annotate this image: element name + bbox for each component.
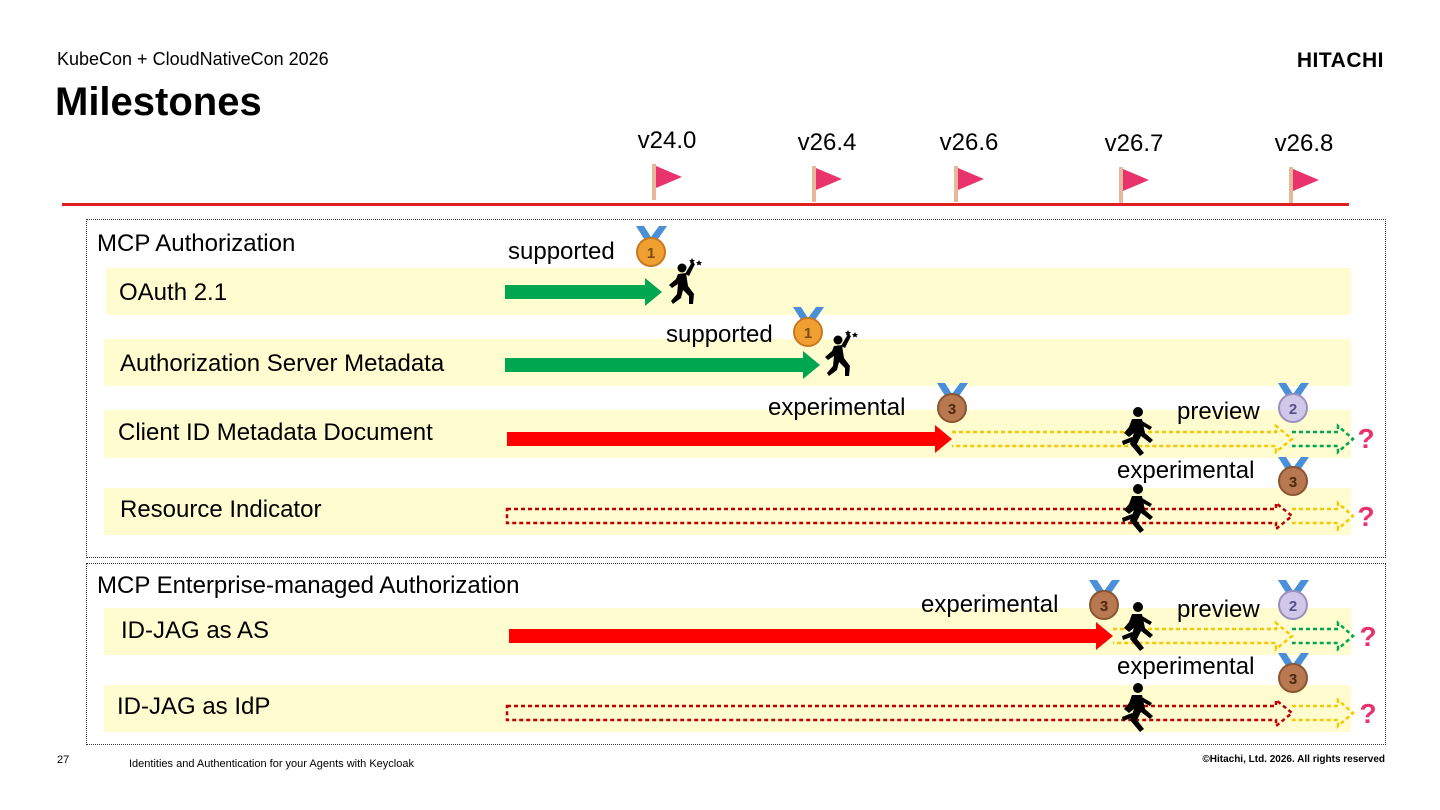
- hitachi-logo: HITACHI: [1296, 49, 1384, 72]
- status-label: preview: [1177, 596, 1260, 623]
- question-icon: ?: [1359, 698, 1376, 729]
- group-title: MCP Authorization: [97, 230, 296, 257]
- status-label: experimental: [1117, 457, 1255, 484]
- svg-text:2: 2: [1289, 598, 1297, 615]
- preview-arrow: [1292, 697, 1355, 729]
- runner-icon: [1122, 484, 1153, 533]
- conference-name: KubeCon + CloudNativeCon 2026: [57, 49, 329, 69]
- version-label: v24.0: [637, 127, 697, 154]
- status-label: supported: [508, 238, 615, 265]
- medal-icon: 2: [1278, 580, 1309, 620]
- supported-arrow: [505, 278, 662, 306]
- question-icon: ?: [1359, 621, 1376, 652]
- copyright: ©Hitachi, Ltd. 2026. All rights reserved: [1202, 754, 1385, 765]
- version-label: v26.4: [797, 129, 857, 156]
- row-label: ID-JAG as AS: [121, 617, 270, 644]
- svg-text:3: 3: [1100, 598, 1108, 615]
- future-arrow: [1292, 620, 1355, 652]
- svg-text:3: 3: [1289, 474, 1297, 491]
- future-arrow: [1292, 423, 1355, 455]
- status-label: supported: [666, 321, 773, 348]
- celebrate-icon: [825, 330, 858, 376]
- medal-icon: 3: [1089, 580, 1120, 620]
- medal-icon: 3: [1278, 653, 1309, 693]
- talk-title: Identities and Authentication for your A…: [129, 758, 414, 770]
- status-label: experimental: [1117, 653, 1255, 680]
- runner-icon: [1122, 683, 1153, 732]
- status-label: experimental: [921, 591, 1059, 618]
- group-mcp-authorization: [86, 219, 1386, 558]
- group-enterprise-authorization: [86, 563, 1386, 745]
- svg-text:3: 3: [948, 401, 956, 418]
- experimental-dashed-arrow: [505, 697, 1294, 729]
- flag-icon: [652, 164, 682, 200]
- version-label: v26.6: [939, 129, 999, 156]
- row-label: Resource Indicator: [120, 496, 322, 523]
- question-icon: ?: [1357, 501, 1374, 532]
- preview-arrow: [1292, 500, 1355, 532]
- group-title: MCP Enterprise-managed Authorization: [97, 572, 520, 599]
- row-label: ID-JAG as IdP: [117, 693, 271, 720]
- page-number: 27: [57, 754, 70, 766]
- medal-icon: 3: [1278, 457, 1309, 496]
- svg-text:2: 2: [1289, 401, 1297, 418]
- celebrate-icon: [669, 258, 702, 304]
- medal-icon: 3: [937, 383, 968, 423]
- timeline-line: [62, 203, 1349, 206]
- page-title: Milestones: [55, 80, 262, 124]
- medal-icon: 1: [793, 307, 824, 347]
- row-label: Authorization Server Metadata: [120, 350, 445, 377]
- status-label: experimental: [768, 394, 906, 421]
- row-band: [106, 268, 1351, 315]
- status-label: preview: [1177, 398, 1260, 425]
- experimental-dashed-arrow: [505, 500, 1294, 532]
- version-label: v26.7: [1104, 130, 1164, 157]
- svg-text:3: 3: [1289, 671, 1297, 688]
- experimental-arrow: [509, 622, 1113, 650]
- svg-text:1: 1: [804, 325, 812, 342]
- flag-icon: [1119, 167, 1149, 203]
- preview-arrow: [1113, 620, 1294, 652]
- preview-arrow: [952, 423, 1294, 455]
- flag-icon: [1289, 167, 1319, 203]
- medal-icon: 1: [636, 226, 667, 267]
- medal-icon: 2: [1278, 383, 1309, 423]
- flag-icon: [954, 166, 984, 202]
- flag-icon: [812, 166, 842, 202]
- supported-arrow: [505, 351, 820, 379]
- question-icon: ?: [1357, 423, 1374, 454]
- version-label: v26.8: [1274, 130, 1334, 157]
- svg-text:1: 1: [647, 245, 655, 262]
- row-label: OAuth 2.1: [119, 279, 228, 306]
- experimental-arrow: [507, 425, 952, 453]
- row-label: Client ID Metadata Document: [118, 419, 433, 446]
